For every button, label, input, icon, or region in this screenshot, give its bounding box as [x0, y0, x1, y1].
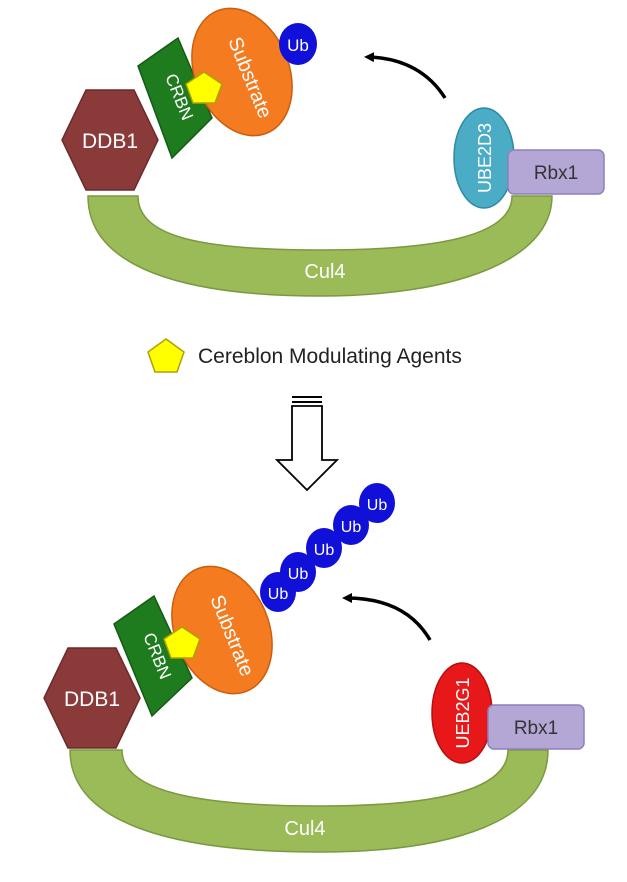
- reaction-down-arrow: [274, 396, 340, 492]
- top-ddb1-label: DDB1: [82, 130, 138, 153]
- top-drug-pentagon-icon: [185, 71, 223, 104]
- ub-chain-label-1: Ub: [268, 586, 289, 603]
- top-ddb1-shape: [61, 89, 159, 191]
- bottom-rbx1-label: Rbx1: [514, 718, 558, 739]
- bottom-crbn-shape: [113, 594, 193, 718]
- bottom-ddb1-label: DDB1: [64, 688, 120, 711]
- bottom-complex: Cul4 DDB1 CRBN Substrate Ub Ub Ub Ub Ub: [43, 483, 585, 853]
- top-ub-label: Ub: [287, 36, 309, 55]
- ub-chain-bead-4: [333, 505, 369, 545]
- bottom-cul4-label: Cul4: [284, 818, 325, 840]
- ub-chain-bead-2: [280, 552, 316, 592]
- ub-chain-label-4: Ub: [341, 519, 362, 536]
- top-complex: Cul4 DDB1 CRBN Substrate Ub UBE2D3 Rbx1: [61, 7, 605, 297]
- top-cul4-shape: [87, 195, 553, 297]
- top-rbx1-shape: [507, 149, 605, 195]
- legend-label: Cereblon Modulating Agents: [198, 345, 462, 368]
- top-ub-shape: [279, 23, 317, 65]
- ub-chain-bead-5: [359, 483, 395, 523]
- bottom-drug-pentagon-icon: [163, 626, 201, 659]
- top-e2-label: UBE2D3: [475, 123, 495, 193]
- ub-chain-bead-3: [306, 528, 342, 568]
- bottom-transfer-arrow: [342, 593, 432, 641]
- legend: Cereblon Modulating Agents: [147, 338, 462, 373]
- top-crbn-shape: [137, 36, 213, 160]
- ub-chain-label-2: Ub: [288, 566, 309, 583]
- top-cul4-label: Cul4: [304, 261, 345, 283]
- ub-chain: Ub Ub Ub Ub Ub: [260, 483, 395, 612]
- ub-chain-label-5: Ub: [367, 497, 388, 514]
- bottom-e2-label: UEB2G1: [453, 677, 473, 748]
- top-rbx1-label: Rbx1: [534, 163, 578, 184]
- ub-chain-label-3: Ub: [314, 542, 335, 559]
- legend-pentagon-icon: [147, 338, 185, 373]
- bottom-ddb1-shape: [43, 647, 141, 749]
- bottom-cul4-shape: [69, 749, 549, 853]
- down-arrow-shape: [274, 405, 340, 492]
- top-transfer-arrow: [364, 52, 447, 99]
- bottom-rbx1-shape: [487, 704, 585, 750]
